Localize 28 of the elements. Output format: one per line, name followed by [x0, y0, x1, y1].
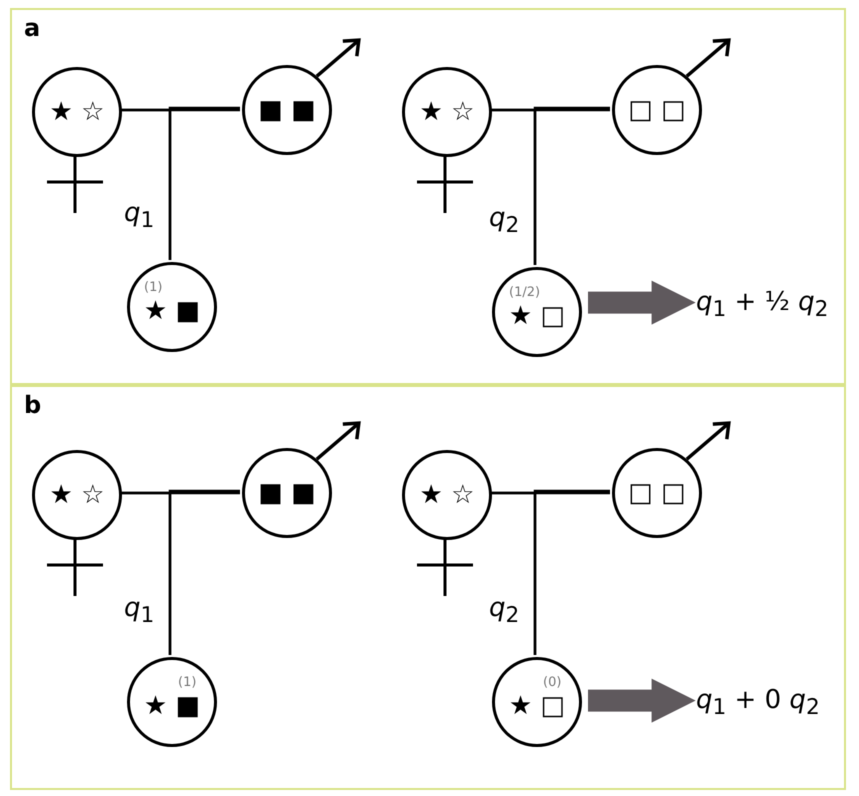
- formula: q$_{1}$ + ½ q$_{2}$: [696, 287, 828, 322]
- probability-annotation: (1): [144, 281, 162, 295]
- pedigree-line: [534, 490, 610, 655]
- allele-symbols: ★ ☆: [48, 97, 106, 127]
- allele-symbols: ★ ☆: [418, 480, 476, 510]
- probability-annotation: (1/2): [509, 286, 540, 300]
- panel-frame: [10, 8, 846, 385]
- allele-symbols: ★ □: [508, 691, 566, 721]
- block-arrow: [588, 678, 696, 723]
- pedigree-line: [168, 106, 240, 260]
- allele-symbols: ★ □: [508, 301, 566, 331]
- pedigree-line: [168, 490, 240, 655]
- block-arrow: [588, 280, 696, 325]
- panel-frame: [10, 385, 846, 790]
- allele-symbols: ★ ☆: [48, 480, 106, 510]
- probability-annotation: (0): [543, 676, 562, 690]
- panel-letter: a: [24, 14, 40, 42]
- allele-symbols: ★ ☆: [418, 97, 476, 127]
- allele-symbols: ■ ■: [257, 478, 317, 508]
- panel-letter: b: [24, 391, 42, 419]
- allele-symbols: ■ ■: [257, 95, 317, 125]
- allele-symbols: ★ ■: [142, 691, 202, 721]
- formula: q$_{1}$ + 0 q$_{2}$: [696, 685, 820, 720]
- pedigree-line: [534, 106, 610, 265]
- allele-symbols: ★ ■: [142, 296, 202, 326]
- allele-symbols: □ □: [627, 478, 687, 508]
- allele-symbols: □ □: [627, 95, 687, 125]
- probability-annotation: (1): [178, 676, 196, 690]
